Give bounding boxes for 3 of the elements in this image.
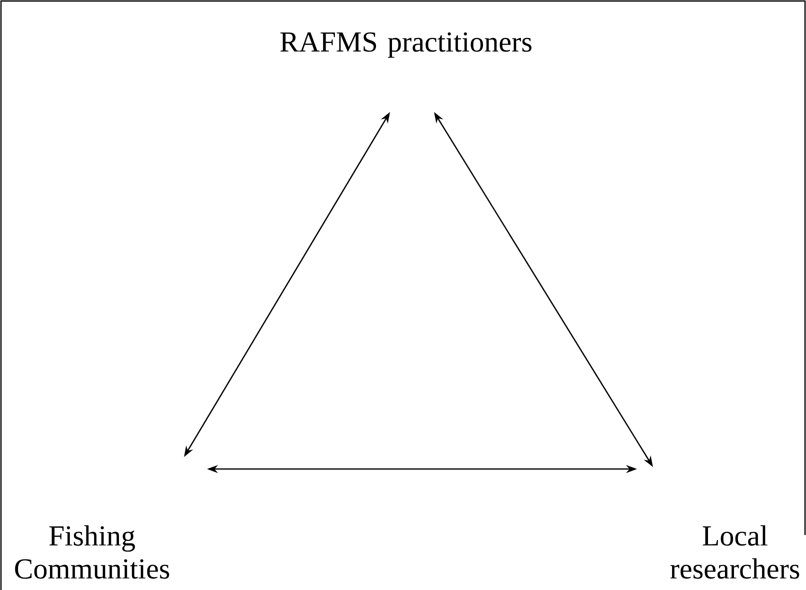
- node-label: RAFMS practitioners: [280, 32, 532, 58]
- node-label: Fishing Communities: [15, 525, 170, 579]
- node-label: Local researchers: [670, 525, 800, 579]
